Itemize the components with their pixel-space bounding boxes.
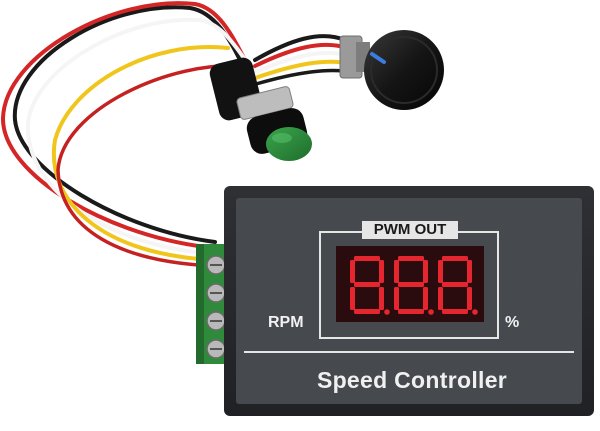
segment-d <box>442 309 468 314</box>
rotary-knob-icon <box>364 30 444 110</box>
segment-g <box>442 282 468 287</box>
segment-f <box>438 260 443 283</box>
segment-d <box>354 309 380 314</box>
segment-e <box>350 287 355 310</box>
terminal-side <box>196 244 204 364</box>
segment-a <box>398 256 424 261</box>
pwm-out-label: PWM OUT <box>362 221 458 239</box>
potentiometer <box>339 30 444 110</box>
wire-top-black <box>253 34 347 62</box>
segment-b <box>467 260 472 283</box>
segment-g <box>398 282 424 287</box>
segment-b <box>379 260 384 283</box>
wire-white-left <box>25 17 249 256</box>
speed-controller-title: Speed Controller <box>316 367 508 393</box>
segment-e <box>438 287 443 310</box>
button-highlight <box>272 133 292 143</box>
decimal-point <box>384 309 390 315</box>
segment-b <box>423 260 428 283</box>
wire-black-left <box>12 5 242 244</box>
rpm-label: RPM <box>268 314 304 331</box>
button-nut <box>236 86 294 120</box>
segment-a <box>354 256 380 261</box>
segment-e <box>394 287 399 310</box>
percent-label: % <box>505 314 520 331</box>
segment-c <box>467 287 472 310</box>
green-pushbutton-icon <box>266 127 312 161</box>
wire-bundle <box>0 1 354 268</box>
segment-c <box>379 287 384 310</box>
digit-2 <box>394 256 434 315</box>
knob-rim <box>370 36 438 104</box>
wire-top-red <box>253 42 349 68</box>
decimal-point <box>428 309 434 315</box>
segment-a <box>442 256 468 261</box>
decimal-point <box>472 309 478 315</box>
power-button <box>209 57 312 161</box>
controller-housing <box>224 186 594 416</box>
digit-1 <box>350 256 390 315</box>
wire-yellow-left <box>51 45 230 262</box>
segment-g <box>354 282 380 287</box>
digit-3 <box>438 256 478 315</box>
screw-slots <box>210 264 222 350</box>
wire-red-left <box>0 1 246 250</box>
segment-c <box>423 287 428 310</box>
wire-red-right <box>56 63 247 268</box>
seven-segment-display <box>350 256 478 315</box>
segment-f <box>350 260 355 283</box>
segment-f <box>394 260 399 283</box>
segment-d <box>398 309 424 314</box>
knob-pointer <box>370 52 386 64</box>
